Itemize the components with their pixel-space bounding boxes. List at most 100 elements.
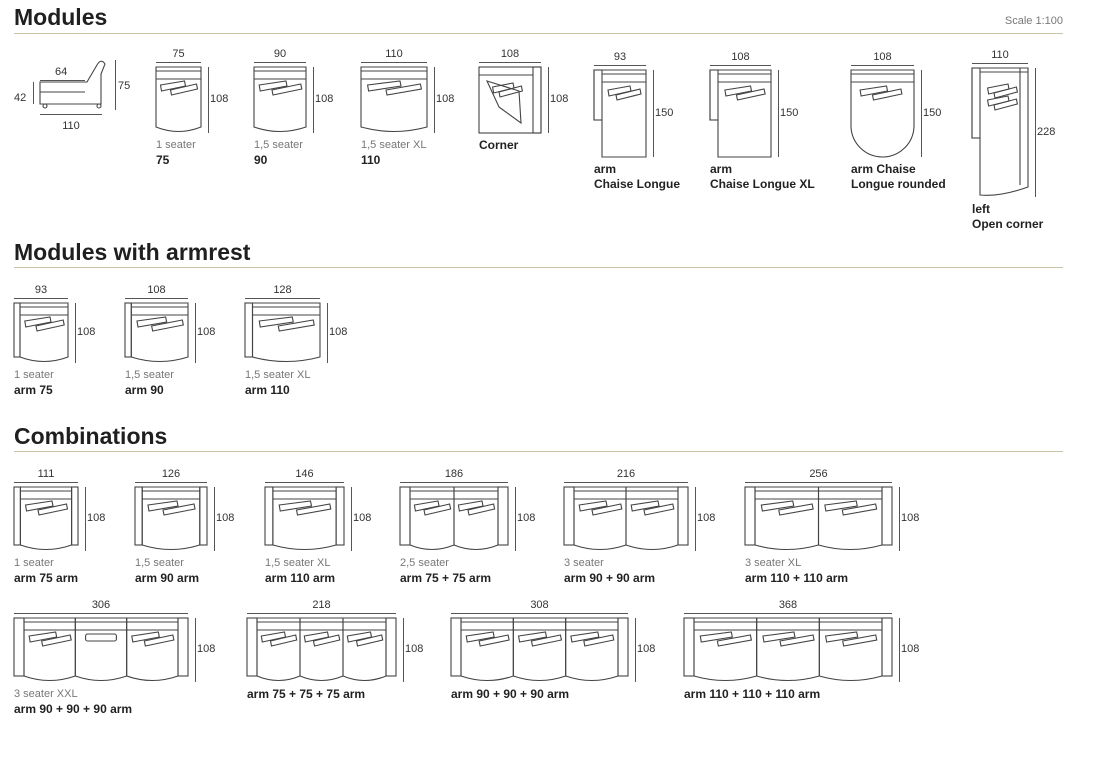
module-drawing xyxy=(593,69,647,158)
divider xyxy=(14,267,1063,268)
module-name: arm 75 + 75 arm xyxy=(400,571,492,585)
module-drawing xyxy=(850,69,915,158)
dimension-line xyxy=(635,618,636,682)
module-open-corner: 110 228 left Open corner xyxy=(971,49,1055,231)
module-seat: 218 108 arm 75 + 75 + 75 arm xyxy=(246,599,423,701)
module-drawing xyxy=(264,486,345,550)
module-subtitle: 1,5 seater XL xyxy=(245,369,311,381)
width-label: 75 xyxy=(172,48,185,60)
width-label: 110 xyxy=(385,48,403,60)
width-label: 308 xyxy=(530,599,549,611)
depth-label: 228 xyxy=(1037,125,1056,138)
dimension-line xyxy=(745,482,892,483)
module-drawing xyxy=(155,66,202,133)
module-name: 110 xyxy=(361,153,381,167)
dimension-line xyxy=(851,65,914,66)
dimension-line xyxy=(327,303,328,363)
dimension-line xyxy=(14,482,78,483)
depth-label: 150 xyxy=(655,106,674,119)
dimension-line xyxy=(695,487,696,551)
dimension-line xyxy=(451,613,628,614)
module-corner: 108 108 Corner xyxy=(478,48,568,152)
seat-height-label: 42 xyxy=(14,92,27,104)
module-name: arm 90 arm xyxy=(135,571,200,585)
width-label: 218 xyxy=(312,599,331,611)
module-subtitle: 1 seater xyxy=(156,139,196,151)
module-name: arm 110 arm xyxy=(265,571,336,585)
dimension-line xyxy=(434,67,435,133)
dimension-line xyxy=(899,618,900,682)
width-label: 111 xyxy=(37,468,55,480)
dimension-line xyxy=(265,482,344,483)
divider xyxy=(14,451,1063,452)
dimension-line xyxy=(361,62,427,63)
depth-label: 108 xyxy=(637,643,656,655)
module-name: 75 xyxy=(156,153,170,167)
dimension-line xyxy=(135,482,207,483)
dimension-line xyxy=(515,487,516,551)
module-name: arm Chaise Longue rounded xyxy=(851,162,946,191)
depth-label: 108 xyxy=(315,93,334,105)
module-drawing xyxy=(13,617,189,682)
module-subtitle: 1,5 seater XL xyxy=(361,139,427,151)
depth-label: 108 xyxy=(87,512,106,524)
width-label: 93 xyxy=(34,284,48,296)
width-label: 108 xyxy=(147,284,166,296)
depth-label: 108 xyxy=(901,643,920,655)
dimension-line xyxy=(710,65,771,66)
module-drawing xyxy=(246,617,397,682)
scale-label: Scale 1:100 xyxy=(1004,15,1063,27)
module-drawing xyxy=(253,66,307,133)
dimension-line xyxy=(214,487,215,551)
width-label: 126 xyxy=(161,468,181,480)
dimension-line xyxy=(75,303,76,363)
dimension-line xyxy=(195,303,196,363)
dimension-line xyxy=(208,67,209,133)
module-drawing xyxy=(134,486,208,551)
dimension-line xyxy=(125,298,188,299)
depth-label: 108 xyxy=(405,643,424,655)
module-drawing xyxy=(13,302,69,363)
module-drawing xyxy=(971,67,1029,196)
module-name: arm 110 + 110 + 110 arm xyxy=(684,687,821,701)
module-name: arm 90 + 90 + 90 arm xyxy=(14,702,133,716)
dimension-line xyxy=(14,298,68,299)
dimension-line xyxy=(156,62,201,63)
width-label: 306 xyxy=(91,599,111,611)
width-label: 216 xyxy=(616,468,636,480)
module-drawing xyxy=(709,69,772,158)
module-subtitle: 1,5 seater xyxy=(125,369,174,381)
module-seat: 368 108 arm 110 + 110 + 110 arm xyxy=(683,599,919,701)
dimension-line xyxy=(195,618,196,682)
module-seat: 308 108 arm 90 + 90 + 90 arm xyxy=(450,599,655,701)
module-subtitle: 3 seater XXL xyxy=(14,688,78,700)
depth-label: 108 xyxy=(517,512,536,524)
module-drawing xyxy=(399,486,509,551)
module-drawing xyxy=(39,60,106,109)
dimension-line xyxy=(14,613,188,614)
seat-depth-label: 64 xyxy=(55,66,68,78)
width-label: 90 xyxy=(273,48,287,60)
module-name: arm 110 + 110 arm xyxy=(745,571,849,585)
dimension-line xyxy=(479,62,541,63)
depth-label: 108 xyxy=(697,512,716,524)
section-title-combinations: Combinations xyxy=(14,423,168,449)
module-drawing xyxy=(744,486,893,550)
section-title-modules-with-armrest: Modules with armrest xyxy=(14,239,251,265)
dimension-line xyxy=(400,482,508,483)
module-chaise: 93 150 arm Chaise Longue xyxy=(593,51,680,191)
module-name: left Open corner xyxy=(972,202,1044,231)
dimension-line xyxy=(972,63,1028,64)
dimension-line xyxy=(40,114,102,115)
module-subtitle: 3 seater xyxy=(564,557,604,569)
module-subtitle: 1 seater xyxy=(14,557,54,569)
depth-label: 108 xyxy=(901,512,920,524)
dimension-line xyxy=(247,613,396,614)
dimension-line xyxy=(403,618,404,682)
dimension-line xyxy=(921,70,922,157)
